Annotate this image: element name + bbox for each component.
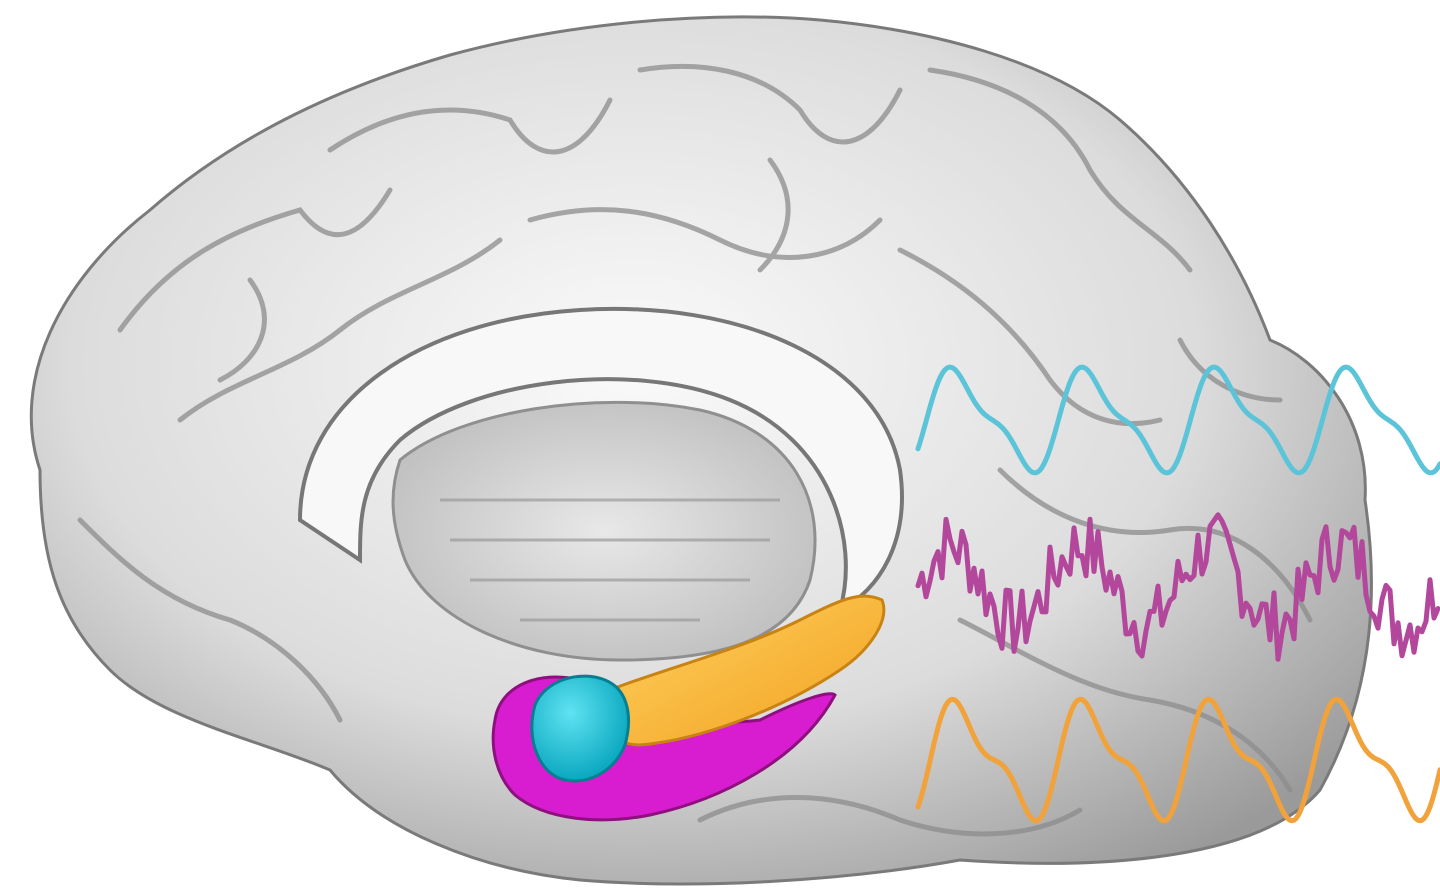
orange-region — [604, 594, 886, 747]
cyan-region — [530, 674, 630, 783]
inner-texture — [440, 498, 780, 622]
cyan-wave — [915, 364, 1440, 476]
magenta-wave — [915, 512, 1440, 662]
orange-wave — [915, 696, 1440, 824]
inner-structure — [391, 400, 817, 662]
brain-gyri — [77, 63, 1313, 837]
